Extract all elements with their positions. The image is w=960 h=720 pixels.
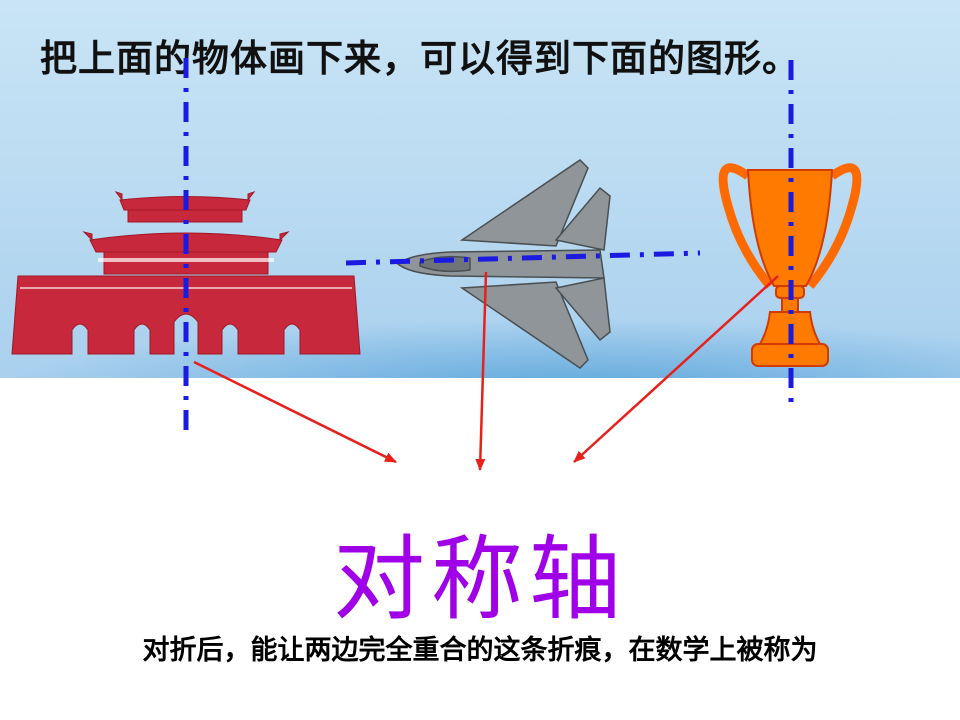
symmetry-axis-term: 对称轴 (332, 526, 627, 633)
arrow-from-trophy (573, 275, 779, 463)
fighter-jet-icon (396, 159, 611, 369)
tiananmen-gate-icon (11, 191, 361, 355)
trophy-cup-icon (718, 163, 862, 367)
pointer-arrows (193, 271, 779, 471)
arrow-from-gate (193, 360, 397, 464)
arrow-from-jet (475, 271, 488, 471)
instruction-title: 把上面的物体画下来，可以得到下面的图形。 (40, 37, 800, 80)
symmetry-axis-lines (183, 58, 794, 436)
jet-symmetry-axis (345, 250, 701, 266)
definition-text: 对折后，能让两边完全重合的这条折痕，在数学上被称为 (142, 635, 818, 666)
